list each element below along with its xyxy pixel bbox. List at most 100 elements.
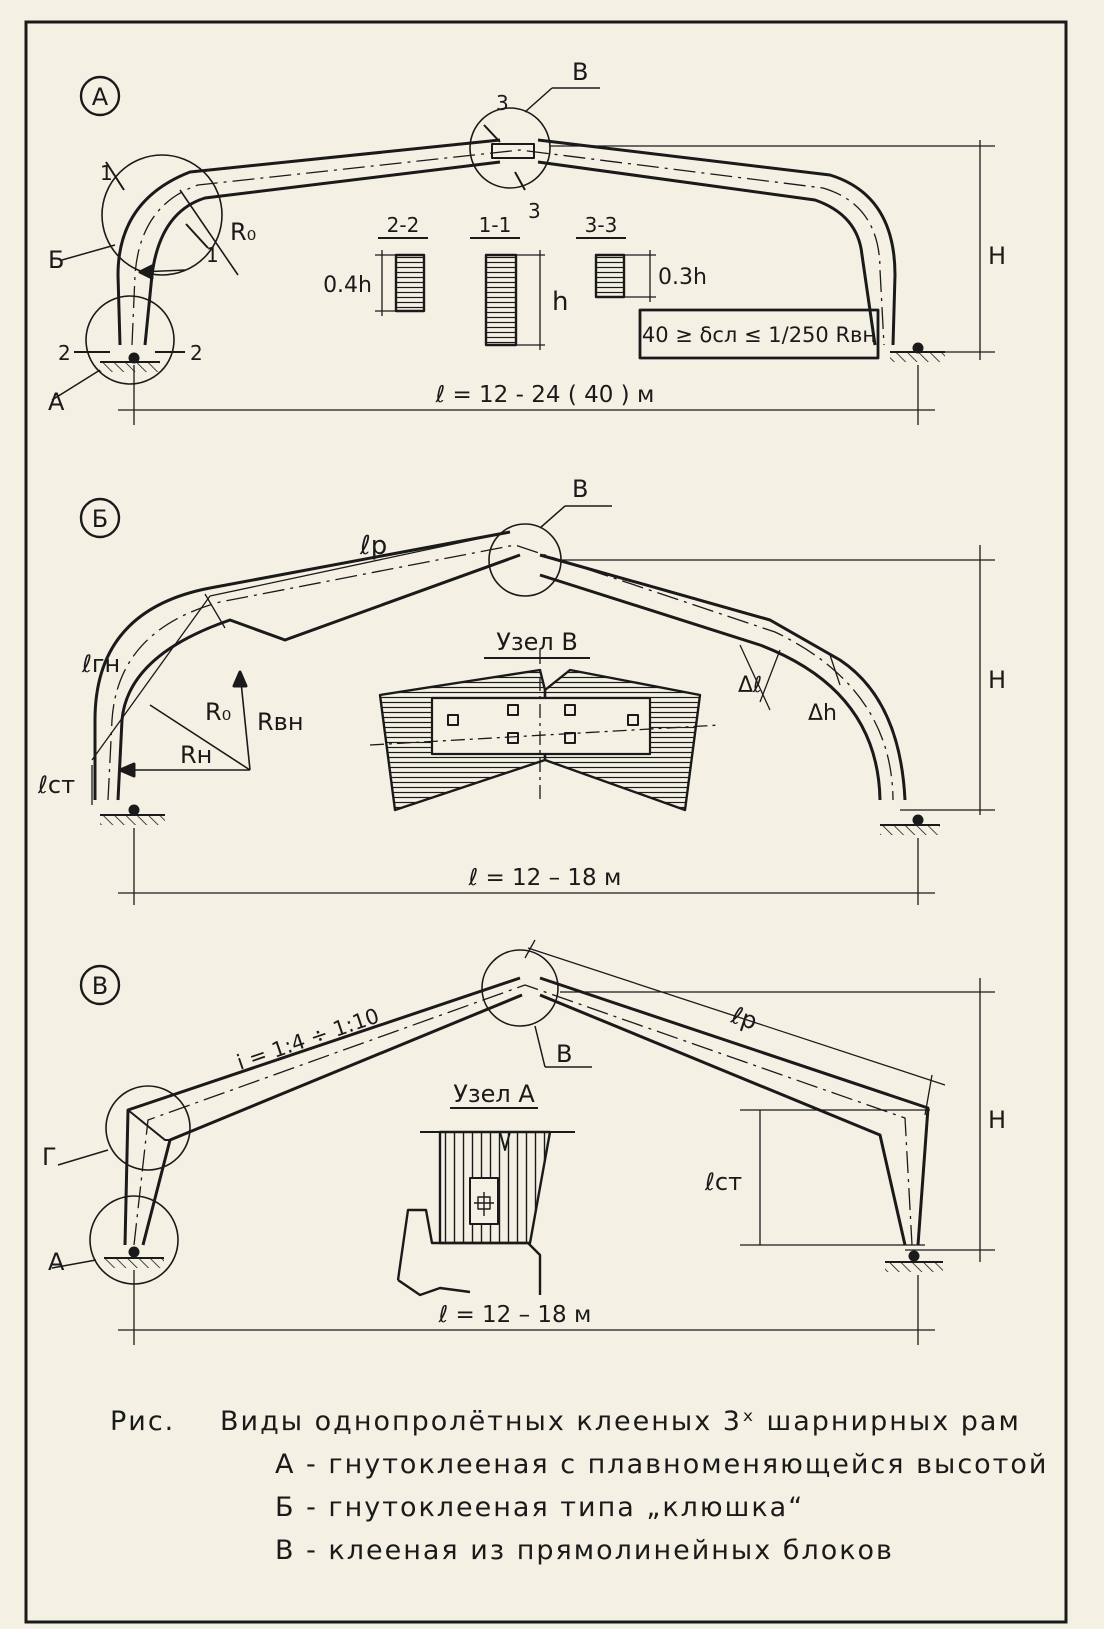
span-label-b: ℓ = 12 – 18 м	[468, 865, 622, 891]
sheet-frame	[24, 20, 1068, 1624]
support-right-v	[885, 1262, 943, 1272]
support-right-b	[880, 825, 940, 835]
frame-b-right-inner	[539, 573, 882, 801]
caption-title: Виды однопролётных клееных 3ˣ шарнирных …	[220, 1406, 1021, 1437]
node-g-circle-v	[105, 1085, 191, 1171]
dh-label-b: Δh	[808, 701, 837, 726]
section-2-2	[394, 253, 426, 313]
frame-v-right-inner	[539, 993, 907, 1246]
span-label-v: ℓ = 12 – 18 м	[438, 1302, 592, 1328]
support-left-v	[104, 1258, 164, 1268]
panel-v-marker: В	[92, 972, 108, 1000]
cut-3-label-top: 3	[496, 91, 509, 115]
lp-label-v: ℓp	[727, 1001, 761, 1036]
panel-b	[91, 505, 995, 905]
support-right-a	[890, 352, 945, 362]
frame-v-right-outer	[539, 976, 930, 1246]
leader-v-a	[524, 87, 553, 113]
lgn-dim-b	[91, 595, 211, 761]
frame-b-right-outer	[539, 553, 907, 801]
section-3-3	[594, 253, 626, 299]
leader-b-a	[61, 244, 116, 261]
detail-v-title: Узел В	[496, 628, 578, 656]
panel-b-marker: Б	[92, 505, 108, 533]
section-2-2-height: 0.4h	[323, 273, 372, 298]
panel-b-marker-circle	[79, 497, 121, 539]
panel-v	[51, 939, 995, 1345]
frame-a-axis	[131, 149, 885, 346]
frame-a-right-inner	[537, 160, 877, 346]
rn-label-b: Rн	[180, 741, 212, 769]
dh-dim-b	[829, 654, 841, 686]
height-label-v: H	[988, 1106, 1006, 1134]
lst-label-v: ℓст	[704, 1168, 742, 1196]
frame-v-axis	[133, 984, 913, 1246]
node-g-label-v: Г	[42, 1143, 57, 1171]
node-v-circle-v	[481, 949, 559, 1027]
panel-b-labels: Б В ℓp ℓгн ℓст R₀ Rвн Rн Узел В Δℓ Δh H …	[37, 475, 1006, 891]
frame-v-left-haunch	[127, 1109, 170, 1141]
height-label-b: H	[988, 666, 1006, 694]
cut-1-bottom	[185, 223, 209, 249]
panel-a-marker-circle	[79, 75, 121, 117]
support-left-b	[100, 815, 165, 825]
panel-a-marker: А	[92, 83, 109, 111]
section-2-2-title: 2-2	[387, 213, 420, 237]
panel-a	[51, 87, 995, 425]
r0-radius-a	[179, 189, 239, 276]
caption-line-b: Б - гнутоклееная типа „клюшка“	[275, 1492, 804, 1523]
cut-1-label-top: 1	[100, 161, 113, 185]
node-a-label-a: А	[48, 388, 65, 416]
frame-b-left-inner	[116, 553, 521, 801]
node-a-circle-a	[85, 295, 175, 385]
r0-radius-b	[149, 704, 251, 771]
lgn-label-b: ℓгн	[81, 650, 120, 678]
node-v-label-v: В	[556, 1040, 572, 1068]
height-label-a: H	[988, 242, 1006, 270]
r0-label-a: R₀	[230, 218, 256, 246]
dl-dim-b	[739, 644, 771, 711]
leader-a-v	[51, 1259, 97, 1269]
caption-line-v: В - клееная из прямолинейных блоков	[275, 1535, 894, 1566]
frame-a-left-inner	[143, 160, 501, 346]
frame-b-axis	[107, 544, 894, 801]
caption-line-a: А - гнутоклееная с плавноменяющейся высо…	[275, 1449, 1048, 1480]
lp-dim-v	[527, 947, 946, 1086]
section-3-3-title: 3-3	[585, 213, 618, 237]
detail-a-plate	[469, 1177, 499, 1225]
frame-v-left-outer	[123, 976, 521, 1246]
span-label-a: ℓ = 12 - 24 ( 40 ) м	[435, 382, 655, 408]
section-3-3-height: 0.3h	[658, 265, 707, 290]
node-v-label-a: В	[572, 58, 588, 86]
node-b-circle-a	[101, 154, 223, 276]
r0-label-b: R₀	[205, 698, 231, 726]
panel-a-labels: А Б В А 1 1 3 3 2 2 R₀ 2-2 1-1 3-3 0.4h …	[48, 58, 1006, 416]
lp-dim-b	[209, 531, 511, 597]
leader-a-a	[51, 369, 101, 401]
frame-a-left-outer	[116, 138, 501, 346]
cut-3-top	[483, 124, 501, 143]
formula-box	[638, 308, 880, 360]
rvn-label-b: Rвн	[257, 708, 304, 736]
panel-v-marker-circle	[79, 964, 121, 1006]
cut-2-label-left: 2	[58, 341, 71, 365]
r0-arrowhead-a	[138, 264, 154, 280]
ridge-pad-a	[491, 143, 535, 159]
node-b-label-a: Б	[48, 246, 64, 274]
frame-b-left-outer	[93, 530, 511, 800]
formula-text: 40 ≥ δсл ≤ 1/250 Rвн	[642, 323, 876, 347]
section-1-1-title: 1-1	[479, 213, 512, 237]
node-v-label-b: В	[572, 475, 588, 503]
section-1-1	[484, 253, 518, 347]
detail-v-plate	[430, 696, 652, 756]
leader-v-b	[539, 505, 566, 529]
rvn-radius-b	[239, 671, 251, 771]
cut-3-label-bottom: 3	[528, 199, 541, 223]
caption-prefix: Рис.	[110, 1406, 175, 1437]
node-v-circle-a	[469, 107, 551, 189]
lst-label-b: ℓст	[37, 771, 75, 799]
node-a-label-v: А	[48, 1248, 65, 1276]
lp-label-b: ℓp	[359, 531, 387, 561]
cut-1-top	[105, 161, 125, 191]
